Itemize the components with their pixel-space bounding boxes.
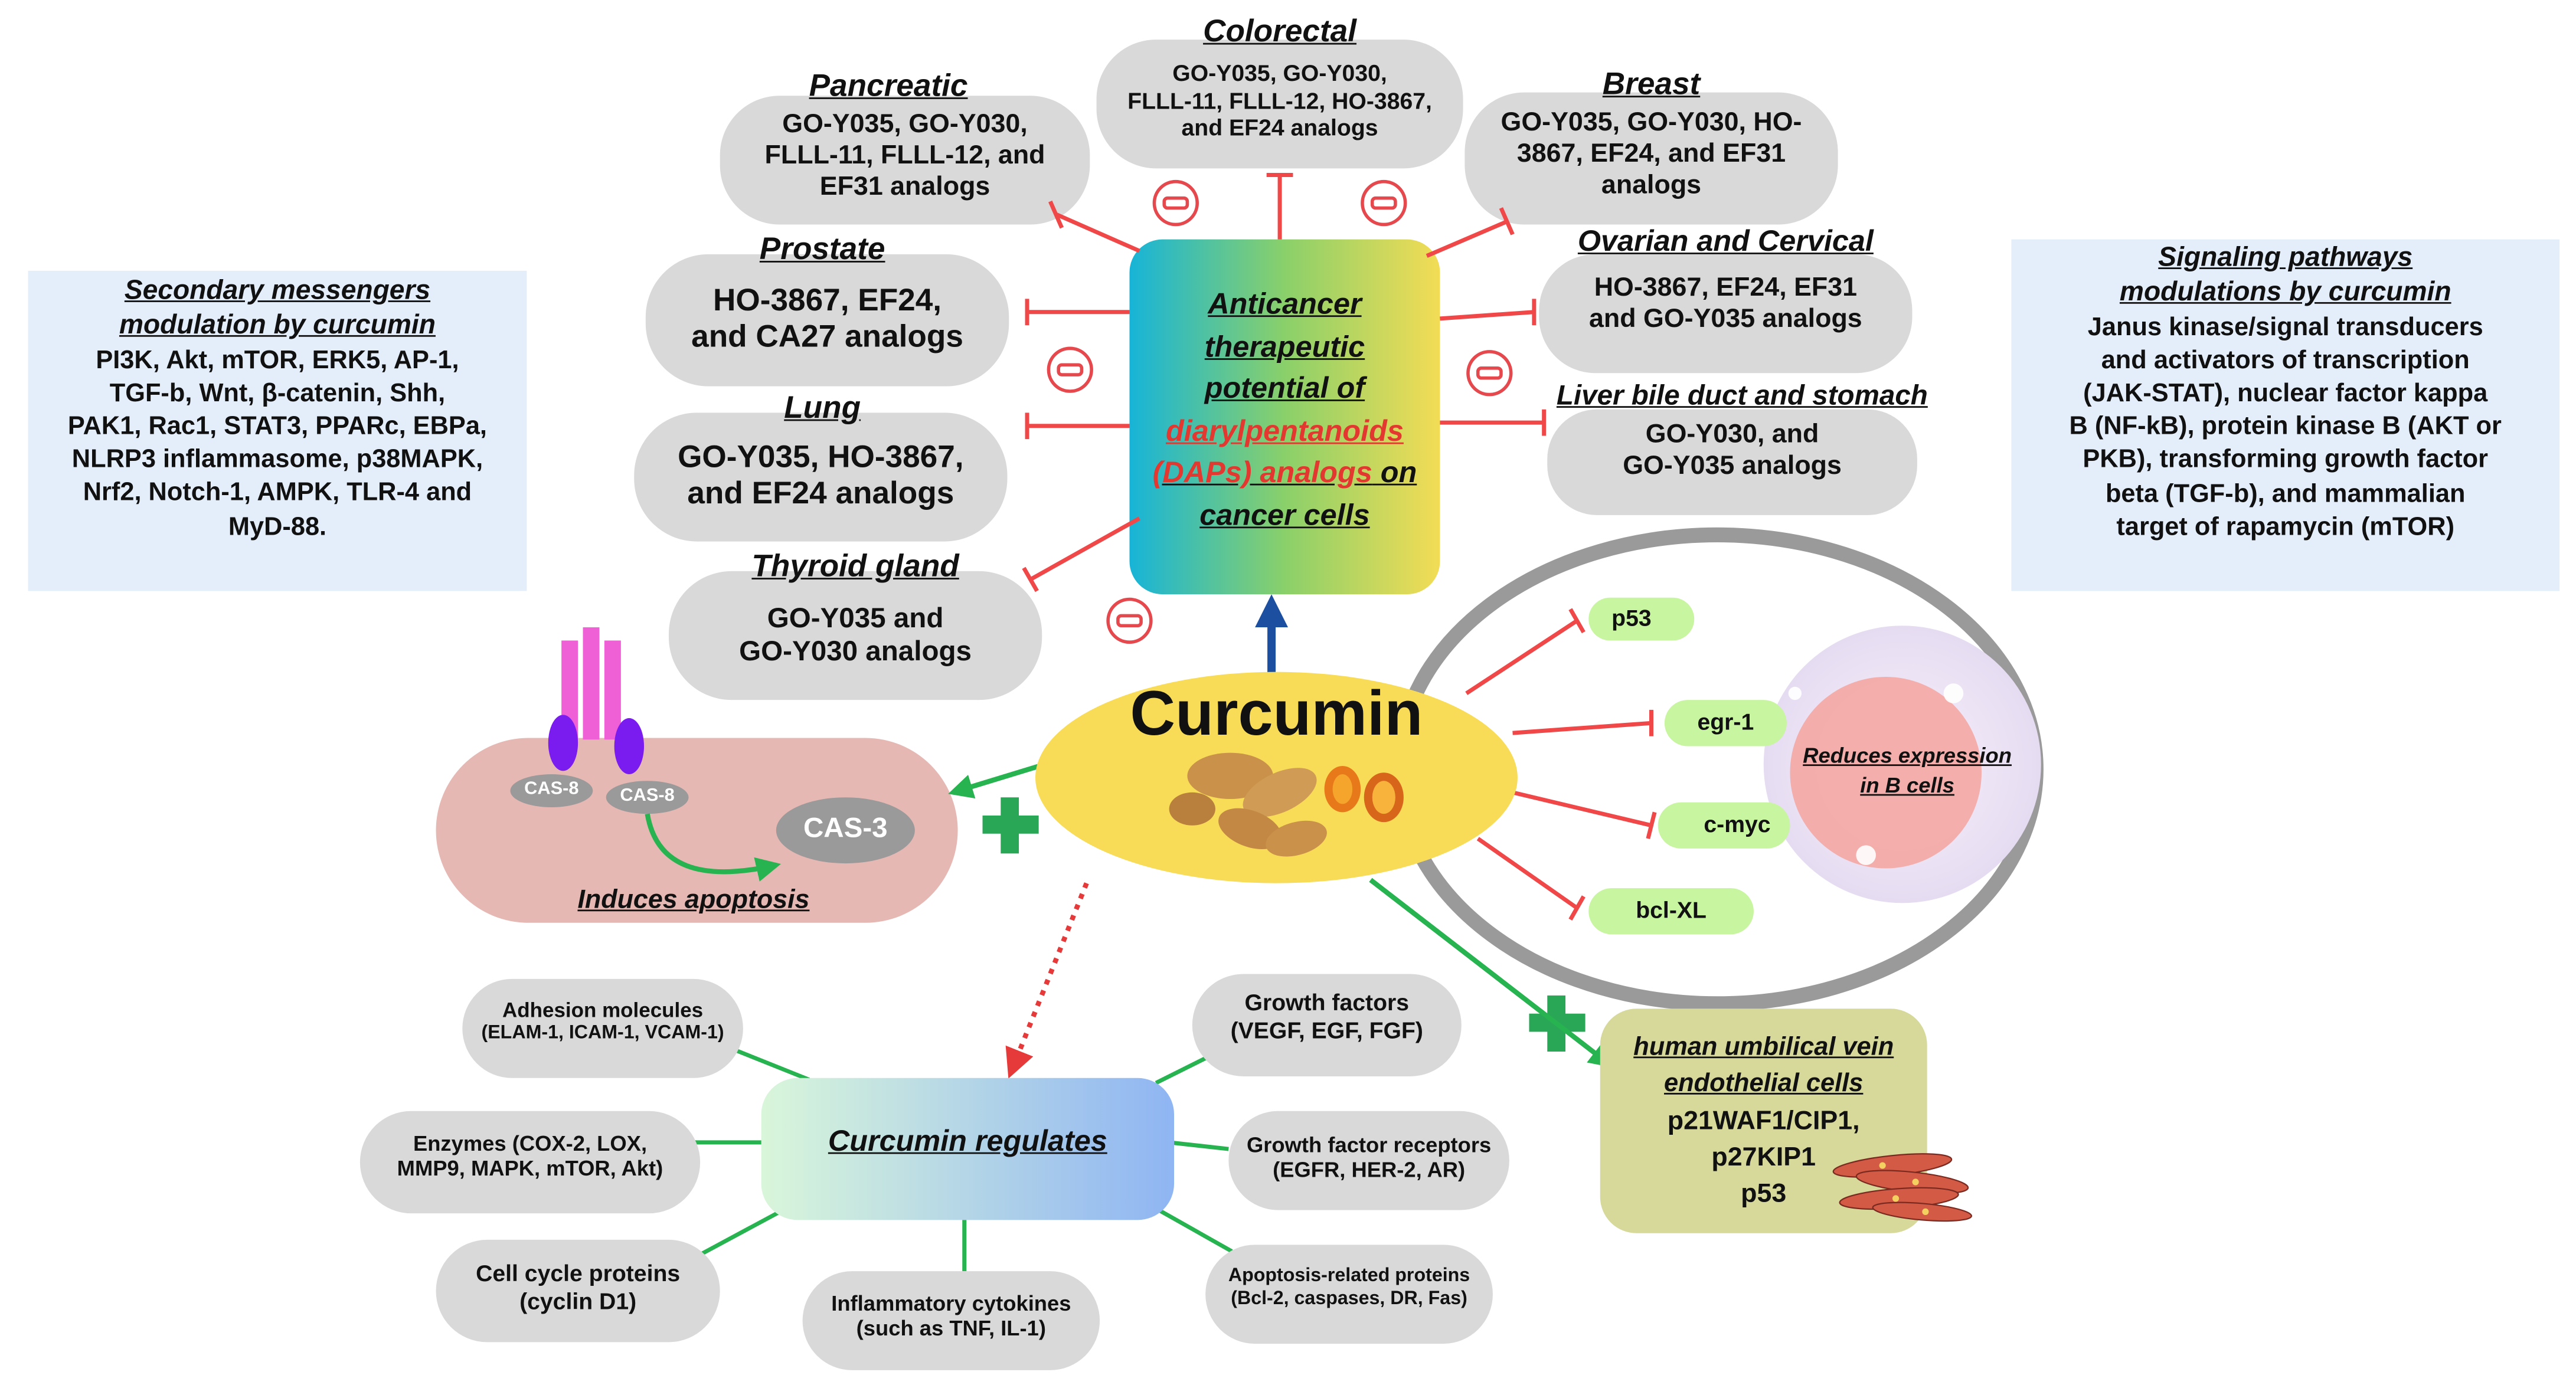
breast-box <box>1464 92 1838 225</box>
cancer-title: Colorectal <box>1203 15 1357 50</box>
receptor-icon <box>548 627 645 775</box>
lung-box <box>634 412 1008 542</box>
cancer-title: Liver bile duct and stomach <box>1556 379 1928 411</box>
gene-label-p53: p53 <box>1611 604 1652 631</box>
gene-pills <box>1588 597 1790 935</box>
curcumin-label: Curcumin <box>1130 680 1423 750</box>
turmeric-icon <box>1169 752 1404 857</box>
apoptosis-label: Induces apoptosis <box>577 886 810 915</box>
gene-label-cmyc: c-myc <box>1704 810 1771 837</box>
inhibition-lines <box>1022 173 1547 592</box>
colorectal-box <box>1096 40 1463 169</box>
regulate-item: Enzymes (COX-2, LOX,MMP9, MAPK, mTOR, Ak… <box>397 1131 663 1181</box>
ovarian-box <box>1539 254 1913 374</box>
cancer-text: GO-Y035, GO-Y030,FLLL-11, FLLL-12, HO-38… <box>1127 59 1432 140</box>
cancer-text: GO-Y035, GO-Y030, HO-3867, EF24, and EF3… <box>1501 109 1802 199</box>
endothelial-cells-icon <box>1832 1153 1973 1222</box>
cancer-text: GO-Y035, HO-3867,and EF24 analogs <box>678 440 964 513</box>
regulate-lines <box>693 1045 1233 1272</box>
gene-label-bclxl: bcl-XL <box>1636 896 1707 923</box>
regulates-label: Curcumin regulates <box>828 1124 1107 1158</box>
regulates-box <box>761 1078 1175 1220</box>
huvec-item: p21WAF1/CIP1, <box>1667 1108 1860 1136</box>
cas3-label: CAS-3 <box>803 812 888 844</box>
cas8-right-label: CAS-8 <box>620 785 675 806</box>
cancer-title: Prostate <box>759 233 885 268</box>
gene-label-egr1: egr-1 <box>1697 708 1754 735</box>
regulate-item: Apoptosis-related proteins(Bcl-2, caspas… <box>1228 1266 1470 1309</box>
gene-lines <box>1465 608 1657 921</box>
b-cell-nucleus <box>1790 676 1982 869</box>
cancer-title: Pancreatic <box>809 69 968 104</box>
prostate-box <box>645 254 1009 387</box>
cancer-text: HO-3867, EF24,and CA27 analogs <box>691 284 963 356</box>
regulate-item-boxes <box>359 974 1509 1370</box>
thyroid-box <box>668 571 1042 700</box>
anticancer-box <box>1129 239 1440 595</box>
cancer-title: Thyroid gland <box>751 549 959 585</box>
regulate-item: Cell cycle proteins(cyclin D1) <box>476 1259 681 1314</box>
huvec-box <box>1600 1009 1927 1233</box>
regulate-item: Growth factor receptors(EGFR, HER-2, AR) <box>1246 1132 1492 1183</box>
regulate-item: Adhesion molecules(ELAM-1, ICAM-1, VCAM-… <box>481 998 724 1043</box>
cancer-title: Ovarian and Cervical <box>1577 224 1874 258</box>
regulate-item: Inflammatory cytokines(such as TNF, IL-1… <box>831 1291 1071 1341</box>
regulate-item: Growth factors(VEGF, EGF, FGF) <box>1230 988 1423 1043</box>
cancer-boxes <box>634 40 1917 700</box>
cancer-title: Breast <box>1602 67 1701 103</box>
huvec-item: p27KIP1 <box>1711 1144 1816 1173</box>
cancer-title: Lung <box>784 391 861 426</box>
anticancer-label: Anticancer therapeutic potential of diar… <box>1152 287 1417 532</box>
secondary-messengers-box: Secondary messengers modulation by curcu… <box>28 270 527 591</box>
pancreatic-box <box>720 96 1090 225</box>
liver-box <box>1547 409 1917 515</box>
huvec-item: p53 <box>1741 1180 1787 1209</box>
cas8-left-label: CAS-8 <box>524 779 579 799</box>
signaling-pathways-box: Signaling pathways modulations by curcum… <box>2011 239 2560 591</box>
